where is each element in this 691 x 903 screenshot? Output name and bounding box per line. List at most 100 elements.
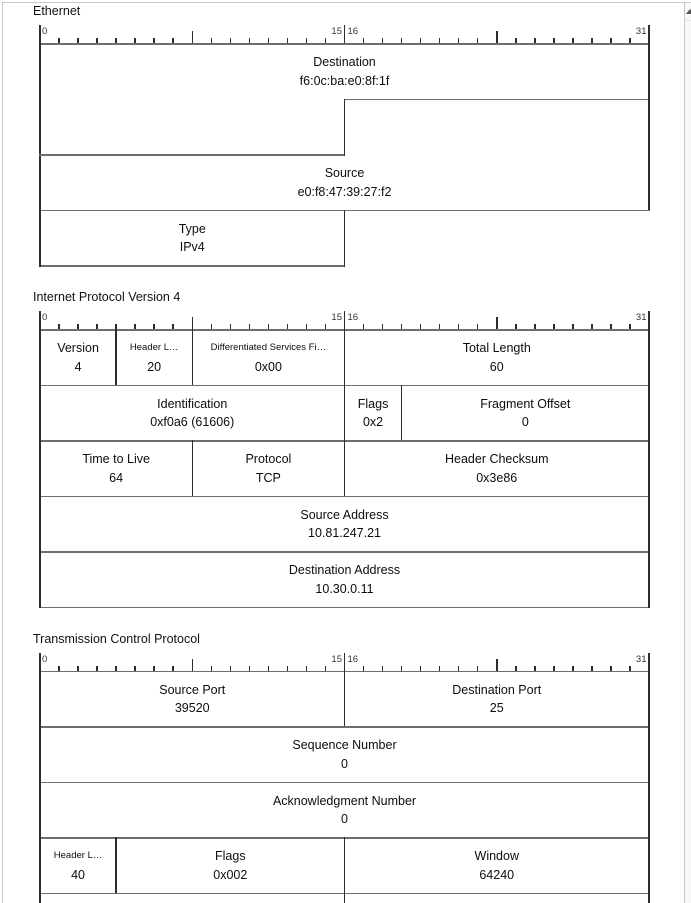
ruler-tick xyxy=(553,324,555,330)
ruler-tick xyxy=(457,665,460,672)
ruler-tick xyxy=(96,324,98,330)
ruler-tick xyxy=(172,38,174,44)
ruler-tick xyxy=(496,31,498,44)
ruler-tick xyxy=(591,324,593,330)
field-value: 0xf0a6 (61606) xyxy=(150,415,235,430)
ruler-tick xyxy=(591,665,593,672)
field-value: TCP xyxy=(255,470,281,485)
field-border-v xyxy=(39,892,41,903)
field-border-v xyxy=(39,384,41,442)
section-title-ipv4[interactable]: Internet Protocol Version 4 xyxy=(33,290,181,304)
scroll-up-button[interactable] xyxy=(685,3,691,21)
ruler-tick xyxy=(362,665,365,672)
ruler-tick xyxy=(476,38,479,44)
field-border-h xyxy=(191,440,346,442)
field-border-v xyxy=(39,726,41,784)
ruler-tick xyxy=(267,38,270,44)
field-label: Source Port xyxy=(159,682,226,697)
ruler-number: 16 xyxy=(347,653,359,665)
ruler-center-divider xyxy=(343,652,346,673)
field-value: 10.81.247.21 xyxy=(308,526,381,541)
field-border-v xyxy=(39,209,41,267)
field-value: 0x002 xyxy=(213,867,248,882)
section-title-tcp[interactable]: Transmission Control Protocol xyxy=(33,631,200,646)
field-border-h xyxy=(343,440,650,442)
ruler-tick xyxy=(267,665,270,672)
field-border-v xyxy=(39,329,41,387)
field-border-v xyxy=(343,384,346,442)
ruler-tick xyxy=(457,38,460,44)
section-title-ethernet[interactable]: Ethernet xyxy=(33,4,81,18)
field-border-h xyxy=(39,670,346,673)
field-border-v xyxy=(39,781,41,839)
field-border-v xyxy=(343,440,346,498)
ruler-tick xyxy=(324,324,327,330)
field-border-h xyxy=(39,495,650,498)
field-label: Identification xyxy=(157,396,228,411)
field-destination-address[interactable]: Destination Address 10.30.0.11 xyxy=(40,552,649,608)
ruler-right-edge xyxy=(648,311,650,331)
field-border-v xyxy=(648,43,650,101)
field-border-v xyxy=(648,495,650,553)
field-value: 64 xyxy=(109,470,124,485)
field-differentiated-services-fi-[interactable]: Differentiated Services Fi…0x00 xyxy=(192,330,344,386)
field-label: Acknowledgment Number xyxy=(272,793,417,808)
field-border-h xyxy=(343,892,650,895)
field-label: Type xyxy=(178,221,206,236)
field-label: Protocol xyxy=(245,452,292,467)
ruler-tick xyxy=(515,324,517,330)
ruler-tick xyxy=(610,324,612,330)
field-header-l-[interactable]: Header L… 40 xyxy=(40,838,116,894)
ruler-tick xyxy=(134,324,136,330)
field-label: Destination Port xyxy=(452,682,542,697)
ruler-tick xyxy=(286,324,289,330)
field-label: Destination xyxy=(313,55,376,70)
field-border-h xyxy=(115,329,193,331)
ruler-center-divider xyxy=(343,25,346,45)
field-value: 10.30.0.11 xyxy=(315,581,374,596)
ruler-tick xyxy=(134,38,136,44)
field-border-v xyxy=(648,837,650,895)
field-value: 40 xyxy=(71,867,86,882)
field-header-l-[interactable]: Header L…20 xyxy=(116,330,192,386)
ruler-tick xyxy=(229,324,232,330)
ruler-tick xyxy=(515,38,517,44)
field-border-v xyxy=(343,98,346,156)
field-label: Destination Address xyxy=(288,563,401,578)
field-border-v xyxy=(343,670,346,728)
ruler-tick xyxy=(610,665,612,672)
ruler-tick xyxy=(191,658,193,672)
ruler-tick xyxy=(476,324,479,330)
ruler-tick xyxy=(419,665,422,672)
field-border-v xyxy=(648,98,650,212)
ruler-tick xyxy=(629,665,631,672)
field-border-h xyxy=(39,726,650,728)
field-value: 0 xyxy=(521,415,529,430)
vertical-scrollbar[interactable] xyxy=(684,3,691,903)
field-value: 0x00 xyxy=(254,359,282,374)
field-label: Header L… xyxy=(53,850,103,862)
field-identification[interactable]: Identification 0xf0a6 (61606) xyxy=(40,386,345,442)
ruler-tick xyxy=(58,324,60,330)
ruler-tick xyxy=(591,38,593,44)
pane-top-border xyxy=(2,2,691,3)
